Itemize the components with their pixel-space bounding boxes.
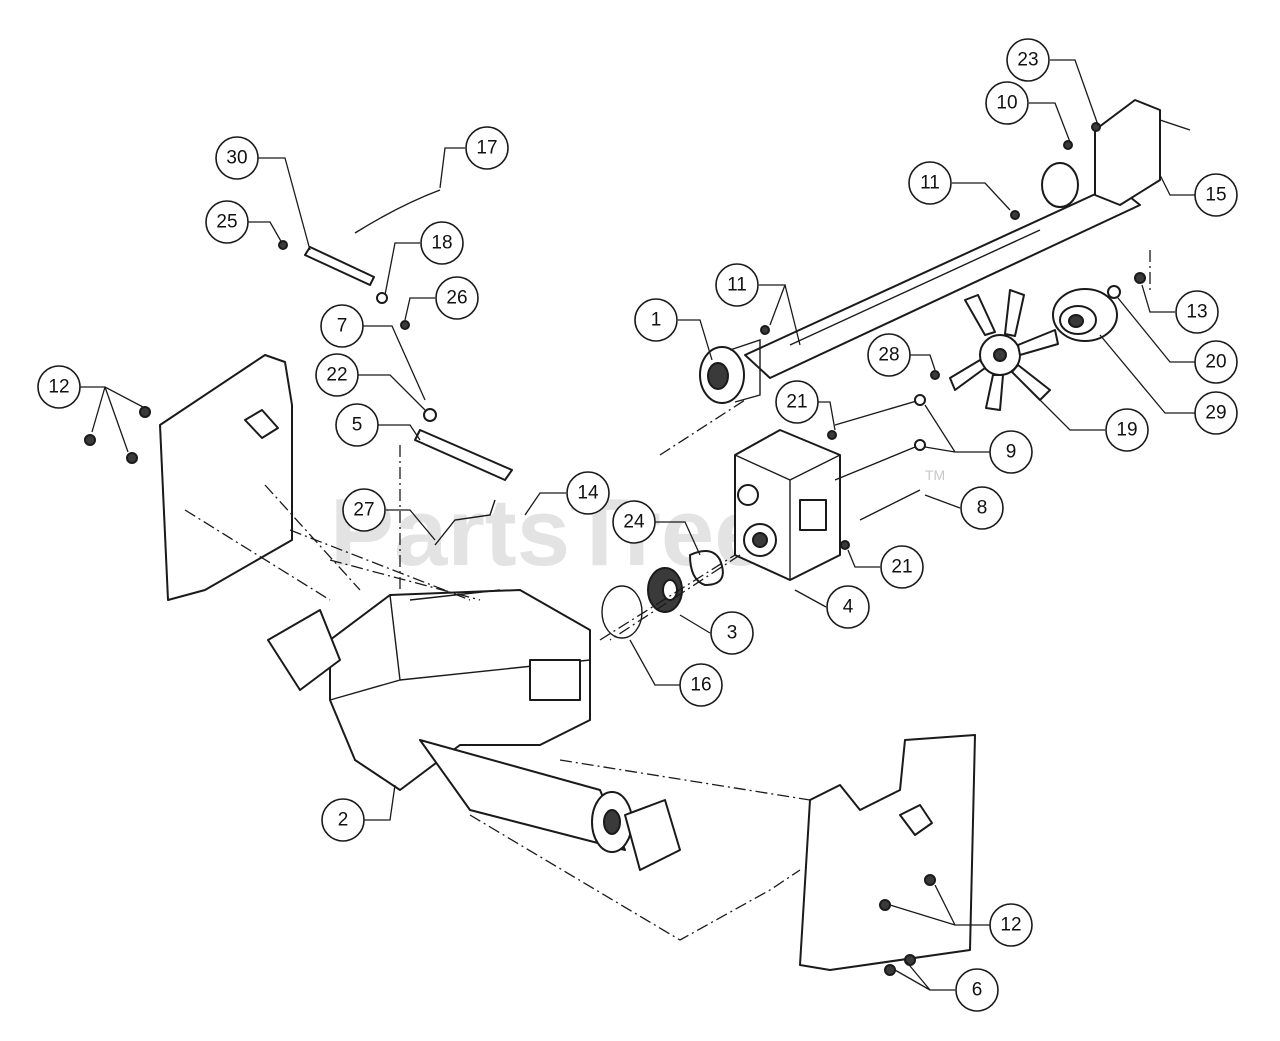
svg-text:15: 15 [1205,185,1226,206]
axle-shaft-drawing [744,99,1191,379]
callout-14: 14 [566,471,610,515]
svg-text:12: 12 [1000,915,1021,936]
callout-19: 19 [1105,408,1149,452]
callout-4: 4 [826,585,870,629]
callout-15: 15 [1194,173,1238,217]
svg-text:11: 11 [920,173,940,194]
long-bolts-drawing [834,394,926,481]
callout-27: 27 [342,488,386,532]
callout-5: 5 [335,403,379,447]
pulley-drawing [1052,288,1118,342]
callout-18: 18 [420,221,464,265]
svg-text:28: 28 [878,345,899,366]
callout-26: 26 [435,276,479,320]
callout-28: 28 [867,333,911,377]
bolt-8-drawing [859,489,921,521]
callout-1: 1 [634,298,678,342]
svg-text:24: 24 [623,512,645,533]
callout-17: 17 [465,126,509,170]
svg-text:9: 9 [1006,442,1017,463]
svg-text:21: 21 [786,392,807,413]
svg-text:2: 2 [338,810,349,831]
svg-text:17: 17 [476,138,497,159]
svg-text:25: 25 [216,212,237,233]
callout-6: 6 [955,968,999,1012]
leader-lines [80,59,1195,991]
callout-2: 2 [321,798,365,842]
svg-text:30: 30 [226,148,247,169]
right-frame-bracket-drawing [799,734,976,971]
svg-text:26: 26 [446,288,467,309]
callout-22: 22 [315,353,359,397]
callout-11-bearing: 11 [715,263,759,307]
svg-text:29: 29 [1205,403,1226,424]
pump-housing-drawing [734,429,841,581]
svg-text:20: 20 [1205,352,1226,373]
svg-text:27: 27 [353,500,374,521]
shift-linkage-drawing [304,189,513,546]
callout-12-right: 12 [989,903,1033,947]
callout-21-lower: 21 [880,545,924,589]
svg-text:11: 11 [727,275,747,296]
callout-30: 30 [215,136,259,180]
svg-text:5: 5 [352,415,363,436]
callout-29: 29 [1194,391,1238,435]
callout-13: 13 [1175,290,1219,334]
callout-9: 9 [989,430,1033,474]
svg-text:23: 23 [1017,50,1038,71]
svg-text:16: 16 [690,675,711,696]
callout-7: 7 [320,304,364,348]
o-ring-16-drawing [601,585,643,639]
callout-25: 25 [205,200,249,244]
transmission-drawing [267,589,681,871]
svg-text:7: 7 [337,316,348,337]
svg-text:6: 6 [972,980,983,1001]
callout-23: 23 [1006,38,1050,82]
callout-3: 3 [710,611,754,655]
callout-21-upper: 21 [775,380,819,424]
bearing-drawing [699,339,761,404]
svg-text:8: 8 [977,498,988,519]
gasket-24-drawing [689,550,724,586]
callout-12-left: 12 [37,365,81,409]
svg-text:10: 10 [996,93,1017,114]
washer-20-drawing [1107,285,1121,299]
svg-text:14: 14 [577,483,599,504]
callout-24: 24 [612,500,656,544]
svg-text:1: 1 [651,310,662,331]
callout-10: 10 [985,81,1029,125]
svg-text:12: 12 [48,377,69,398]
svg-text:19: 19 [1116,420,1137,441]
callout-11-axle: 11 [908,161,952,205]
callout-16: 16 [679,663,723,707]
left-frame-bracket-drawing [159,354,293,601]
svg-text:21: 21 [891,557,912,578]
callout-8: 8 [960,486,1004,530]
alignment-lines [184,250,1151,941]
cooling-fan-drawing [949,289,1059,411]
svg-text:22: 22 [326,365,347,386]
svg-text:13: 13 [1186,302,1207,323]
watermark-trademark: TM [925,467,945,483]
svg-text:3: 3 [727,623,738,644]
svg-text:18: 18 [431,233,452,254]
nut-13-drawing [1134,272,1146,284]
callout-20: 20 [1194,340,1238,384]
svg-text:4: 4 [843,597,854,618]
gear-drawing [647,567,683,613]
